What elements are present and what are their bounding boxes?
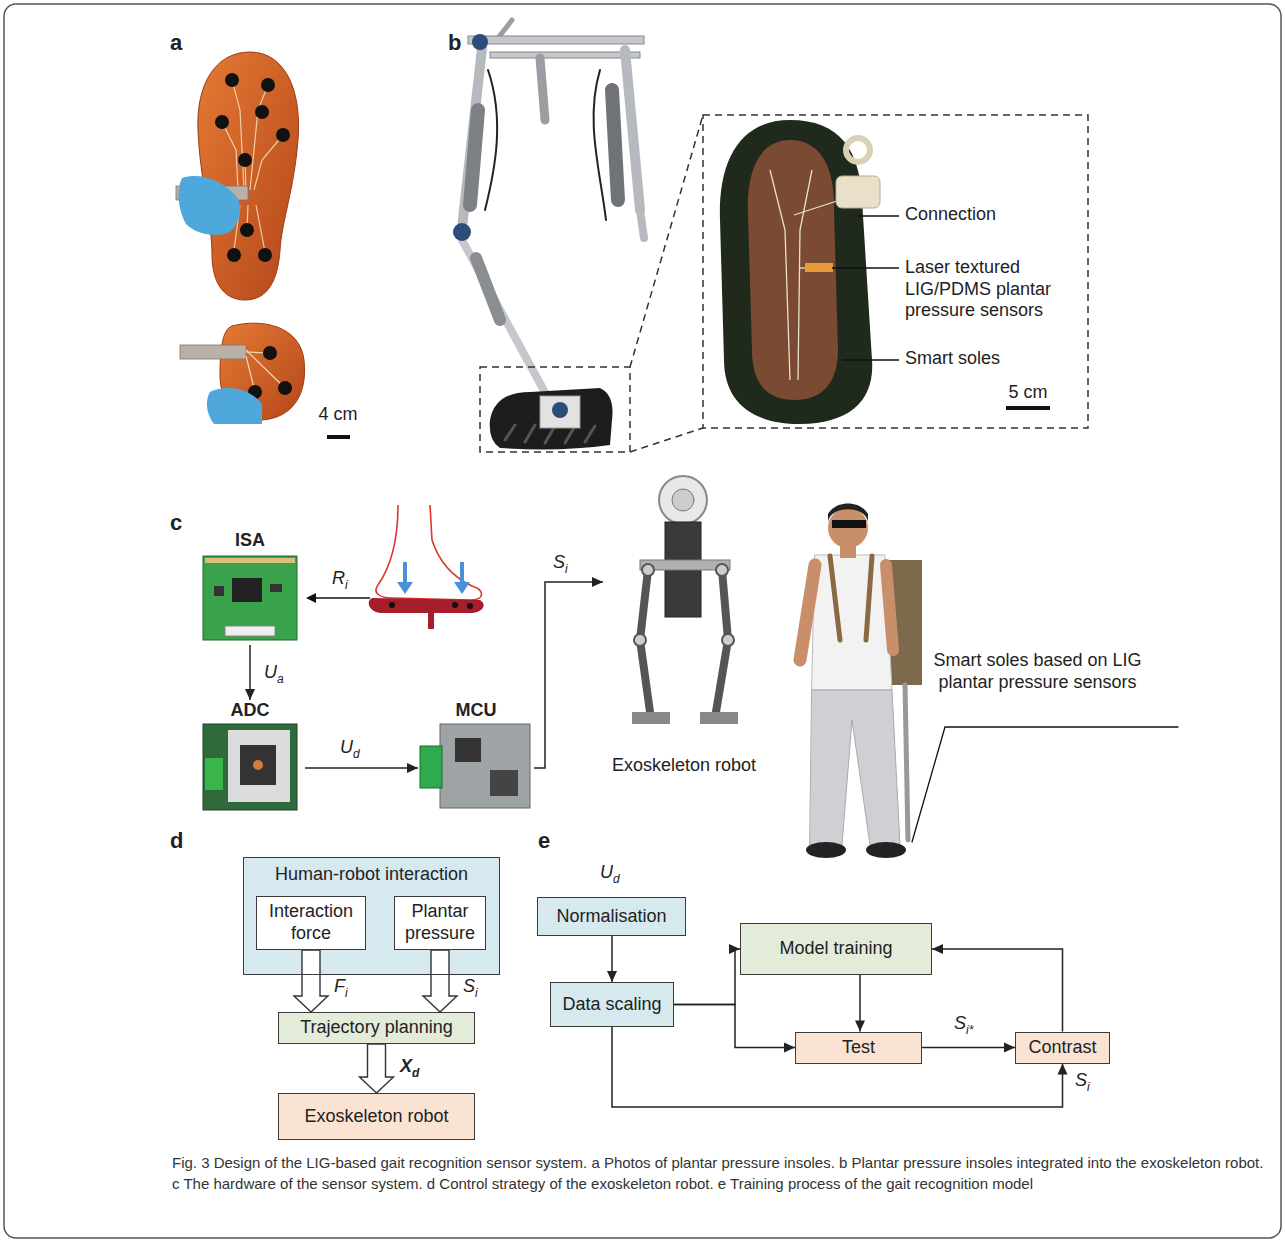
signal-name: Si: [551, 552, 570, 576]
arrow-head: [1058, 1064, 1068, 1075]
arrow-head: [407, 763, 418, 773]
connector-arrow: [922, 1043, 1015, 1053]
part-label: Exoskeleton robot: [612, 755, 756, 777]
arrow-head: [1004, 1043, 1015, 1053]
box-label: Normalisation: [556, 906, 666, 928]
zoom-box: [480, 115, 1088, 452]
box-label: Exoskeleton robot: [304, 1106, 448, 1128]
scale-label: 5 cm: [1003, 382, 1053, 404]
connector-arrow: [305, 763, 418, 773]
group-box: Human-robot interactionInteraction force…: [243, 857, 500, 975]
adc-board: [203, 724, 297, 810]
mcu-board: [420, 724, 530, 808]
signal-name: Si: [461, 976, 480, 1000]
block-arrow: [294, 950, 328, 1012]
signal-name: Si: [1073, 1070, 1092, 1094]
connector-arrow: [607, 936, 617, 982]
signal-name: Si*: [952, 1013, 975, 1037]
panel-letter: d: [170, 828, 183, 854]
process-box: Normalisation: [537, 897, 686, 936]
part-label: MCU: [418, 700, 534, 722]
process-box: Model training: [740, 923, 932, 975]
box-label: Data scaling: [562, 994, 661, 1016]
board-photo: MCU: [418, 700, 534, 812]
robot-figure: Exoskeleton robot: [603, 472, 765, 777]
scale-label: 4 cm: [313, 404, 363, 426]
arrow-head: [784, 1043, 795, 1053]
board-photo: ISA: [195, 530, 305, 645]
connector-arrow: [534, 577, 603, 768]
connector-arrow: [674, 944, 740, 1005]
callout-label: Connection: [905, 204, 996, 226]
scale-bar: [327, 435, 350, 439]
arrow-head: [245, 689, 255, 700]
arrow-head: [592, 577, 603, 587]
scale-bar: [1006, 406, 1050, 410]
signal-name: Xd: [398, 1056, 421, 1080]
connector-line: [922, 1047, 1015, 1049]
box-label: Trajectory planning: [300, 1017, 452, 1039]
group-heading: Human-robot interaction: [244, 864, 499, 886]
exoskeleton-photo: [453, 20, 644, 449]
connector-line: [674, 949, 740, 1005]
block-arrow: [423, 950, 457, 1012]
callout-label: Smart soles based on LIG plantar pressur…: [930, 650, 1145, 693]
arrow-head: [729, 944, 740, 954]
box-label: Contrast: [1028, 1037, 1096, 1059]
group-ground: [243, 857, 500, 975]
connector-line: [305, 767, 418, 769]
panel-letter: a: [170, 30, 182, 56]
signal-name: Fi: [332, 976, 350, 1000]
connector-arrow: [245, 645, 255, 700]
process-box: Plantar pressure: [394, 896, 486, 950]
part-label: ISA: [195, 530, 305, 552]
leader-line: [912, 727, 1178, 842]
signal-name: Ri: [332, 568, 348, 592]
arrow-head: [932, 944, 943, 954]
connector-arrow: [423, 950, 457, 1012]
connector-arrow: [674, 1005, 795, 1053]
leader-line: [832, 216, 899, 360]
connector-arrow: [294, 950, 328, 1012]
person-photo: [800, 504, 1178, 859]
arrow-head: [855, 1021, 865, 1032]
connector-line: [674, 1005, 795, 1048]
insole-photo: [176, 52, 350, 437]
isa-board: [203, 556, 297, 640]
figure-caption: Fig. 3 Design of the LIG-based gait reco…: [172, 1152, 1272, 1194]
panel-letter: b: [448, 30, 461, 56]
arrow-head: [607, 971, 617, 982]
panel-letter: e: [538, 828, 550, 854]
board-photo: ADC: [195, 700, 305, 815]
connector-arrow: [360, 1044, 394, 1093]
foot-insole: [306, 505, 484, 629]
part-label: ADC: [195, 700, 305, 722]
callout-label: Laser textured LIG/PDMS plantar pressure…: [905, 257, 1075, 322]
connector-line: [612, 1027, 1063, 1107]
process-box: Trajectory planning: [278, 1012, 475, 1044]
connector-line: [534, 582, 603, 768]
smart-sole-photo: [720, 120, 880, 424]
connector-arrow: [855, 975, 865, 1032]
process-box: Exoskeleton robot: [278, 1093, 475, 1140]
signal-name: Ua: [262, 662, 286, 686]
figure-frame: [4, 4, 1281, 1238]
process-box: Data scaling: [550, 982, 674, 1027]
signal-name: Ud: [338, 737, 362, 761]
box-label: Model training: [779, 938, 892, 960]
signal-name: Ud: [600, 862, 620, 886]
exoskeleton-robot-figure: [632, 476, 738, 724]
box-label: Plantar pressure: [401, 901, 479, 944]
process-box: Contrast: [1015, 1032, 1110, 1064]
panel-letter: c: [170, 510, 182, 536]
connector-arrow: [612, 1027, 1068, 1107]
callout-label: Smart soles: [905, 348, 1000, 370]
process-box: Interaction force: [256, 896, 366, 950]
box-label: Interaction force: [263, 901, 359, 944]
process-box: Test: [795, 1032, 922, 1064]
block-arrow: [360, 1044, 394, 1093]
box-label: Test: [842, 1037, 875, 1059]
